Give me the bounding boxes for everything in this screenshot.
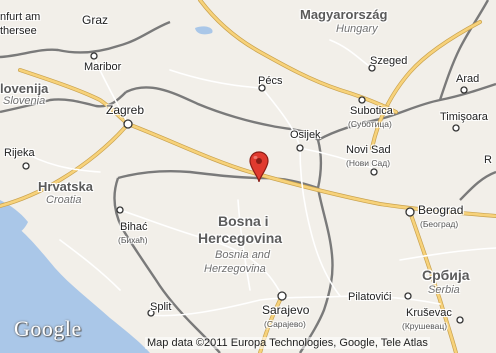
- city-label-szeged: Szeged: [370, 55, 408, 67]
- city-label-maribor: Maribor: [84, 61, 122, 73]
- city-label-split: Split: [150, 301, 172, 313]
- city-label-timisoara: Timişoara: [440, 111, 488, 123]
- country-label-bosnia-1: Bosna i: [218, 213, 269, 229]
- city-label-krusevac-cyr: (Крушевац): [402, 321, 448, 331]
- city-label-krusevac: Kruševac: [406, 307, 452, 319]
- city-label-bihac: Bihać: [120, 221, 148, 233]
- country-label-bosnia-en-2: Herzegovina: [204, 263, 266, 275]
- city-label-beograd: Beograd: [418, 203, 464, 217]
- city-label-beograd-cyr: (Београд): [420, 219, 459, 229]
- country-label-slovenia: lovenija: [0, 81, 49, 96]
- minor-roads: [19, 39, 496, 317]
- city-label-zagreb: Zagreb: [106, 103, 145, 117]
- country-label-bosnia-2: Hercegovina: [198, 230, 283, 246]
- country-label-hungary-en: Hungary: [336, 23, 378, 35]
- city-label-graz: Graz: [82, 13, 109, 27]
- city-label-klagenfurt: nfurt am: [0, 11, 41, 23]
- country-label-hungary: Magyarország: [300, 7, 388, 22]
- country-label-serbia-en: Serbia: [428, 284, 460, 296]
- city-label-novisad: Novi Sad: [346, 144, 391, 156]
- city-label-worthersee: thersee: [0, 25, 37, 37]
- country-label-serbia: Србија: [422, 267, 470, 283]
- map-copyright: Map data ©2011 Europa Technologies, Goog…: [145, 337, 430, 349]
- country-label-croatia-en: Croatia: [46, 194, 82, 206]
- google-logo[interactable]: Google: [14, 316, 82, 341]
- country-label-croatia: Hrvatska: [38, 179, 93, 194]
- city-label-edge-r: R: [484, 154, 492, 166]
- city-label-subotica: Subotica: [350, 105, 393, 117]
- city-label-osijek: Osijek: [290, 129, 321, 141]
- city-dots: [22, 52, 468, 324]
- city-label-sarajevo-cyr: (Сарајево): [264, 319, 306, 329]
- city-label-novisad-cyr: (Нови Сад): [346, 158, 391, 168]
- city-label-pilatovici: Pilatovići: [348, 291, 392, 303]
- city-label-pecs: Pécs: [258, 75, 283, 87]
- location-pin-icon[interactable]: [249, 151, 269, 183]
- country-label-slovenia-en: Slovenia: [3, 95, 46, 107]
- city-label-bihac-cyr: (Бихаћ): [118, 235, 148, 245]
- city-label-rijeka: Rijeka: [4, 147, 35, 159]
- country-label-bosnia-en-1: Bosnia and: [215, 249, 271, 261]
- city-label-arad: Arad: [456, 73, 480, 85]
- city-label-subotica-cyr: (Суботица): [348, 119, 392, 129]
- city-label-sarajevo: Sarajevo: [262, 303, 310, 317]
